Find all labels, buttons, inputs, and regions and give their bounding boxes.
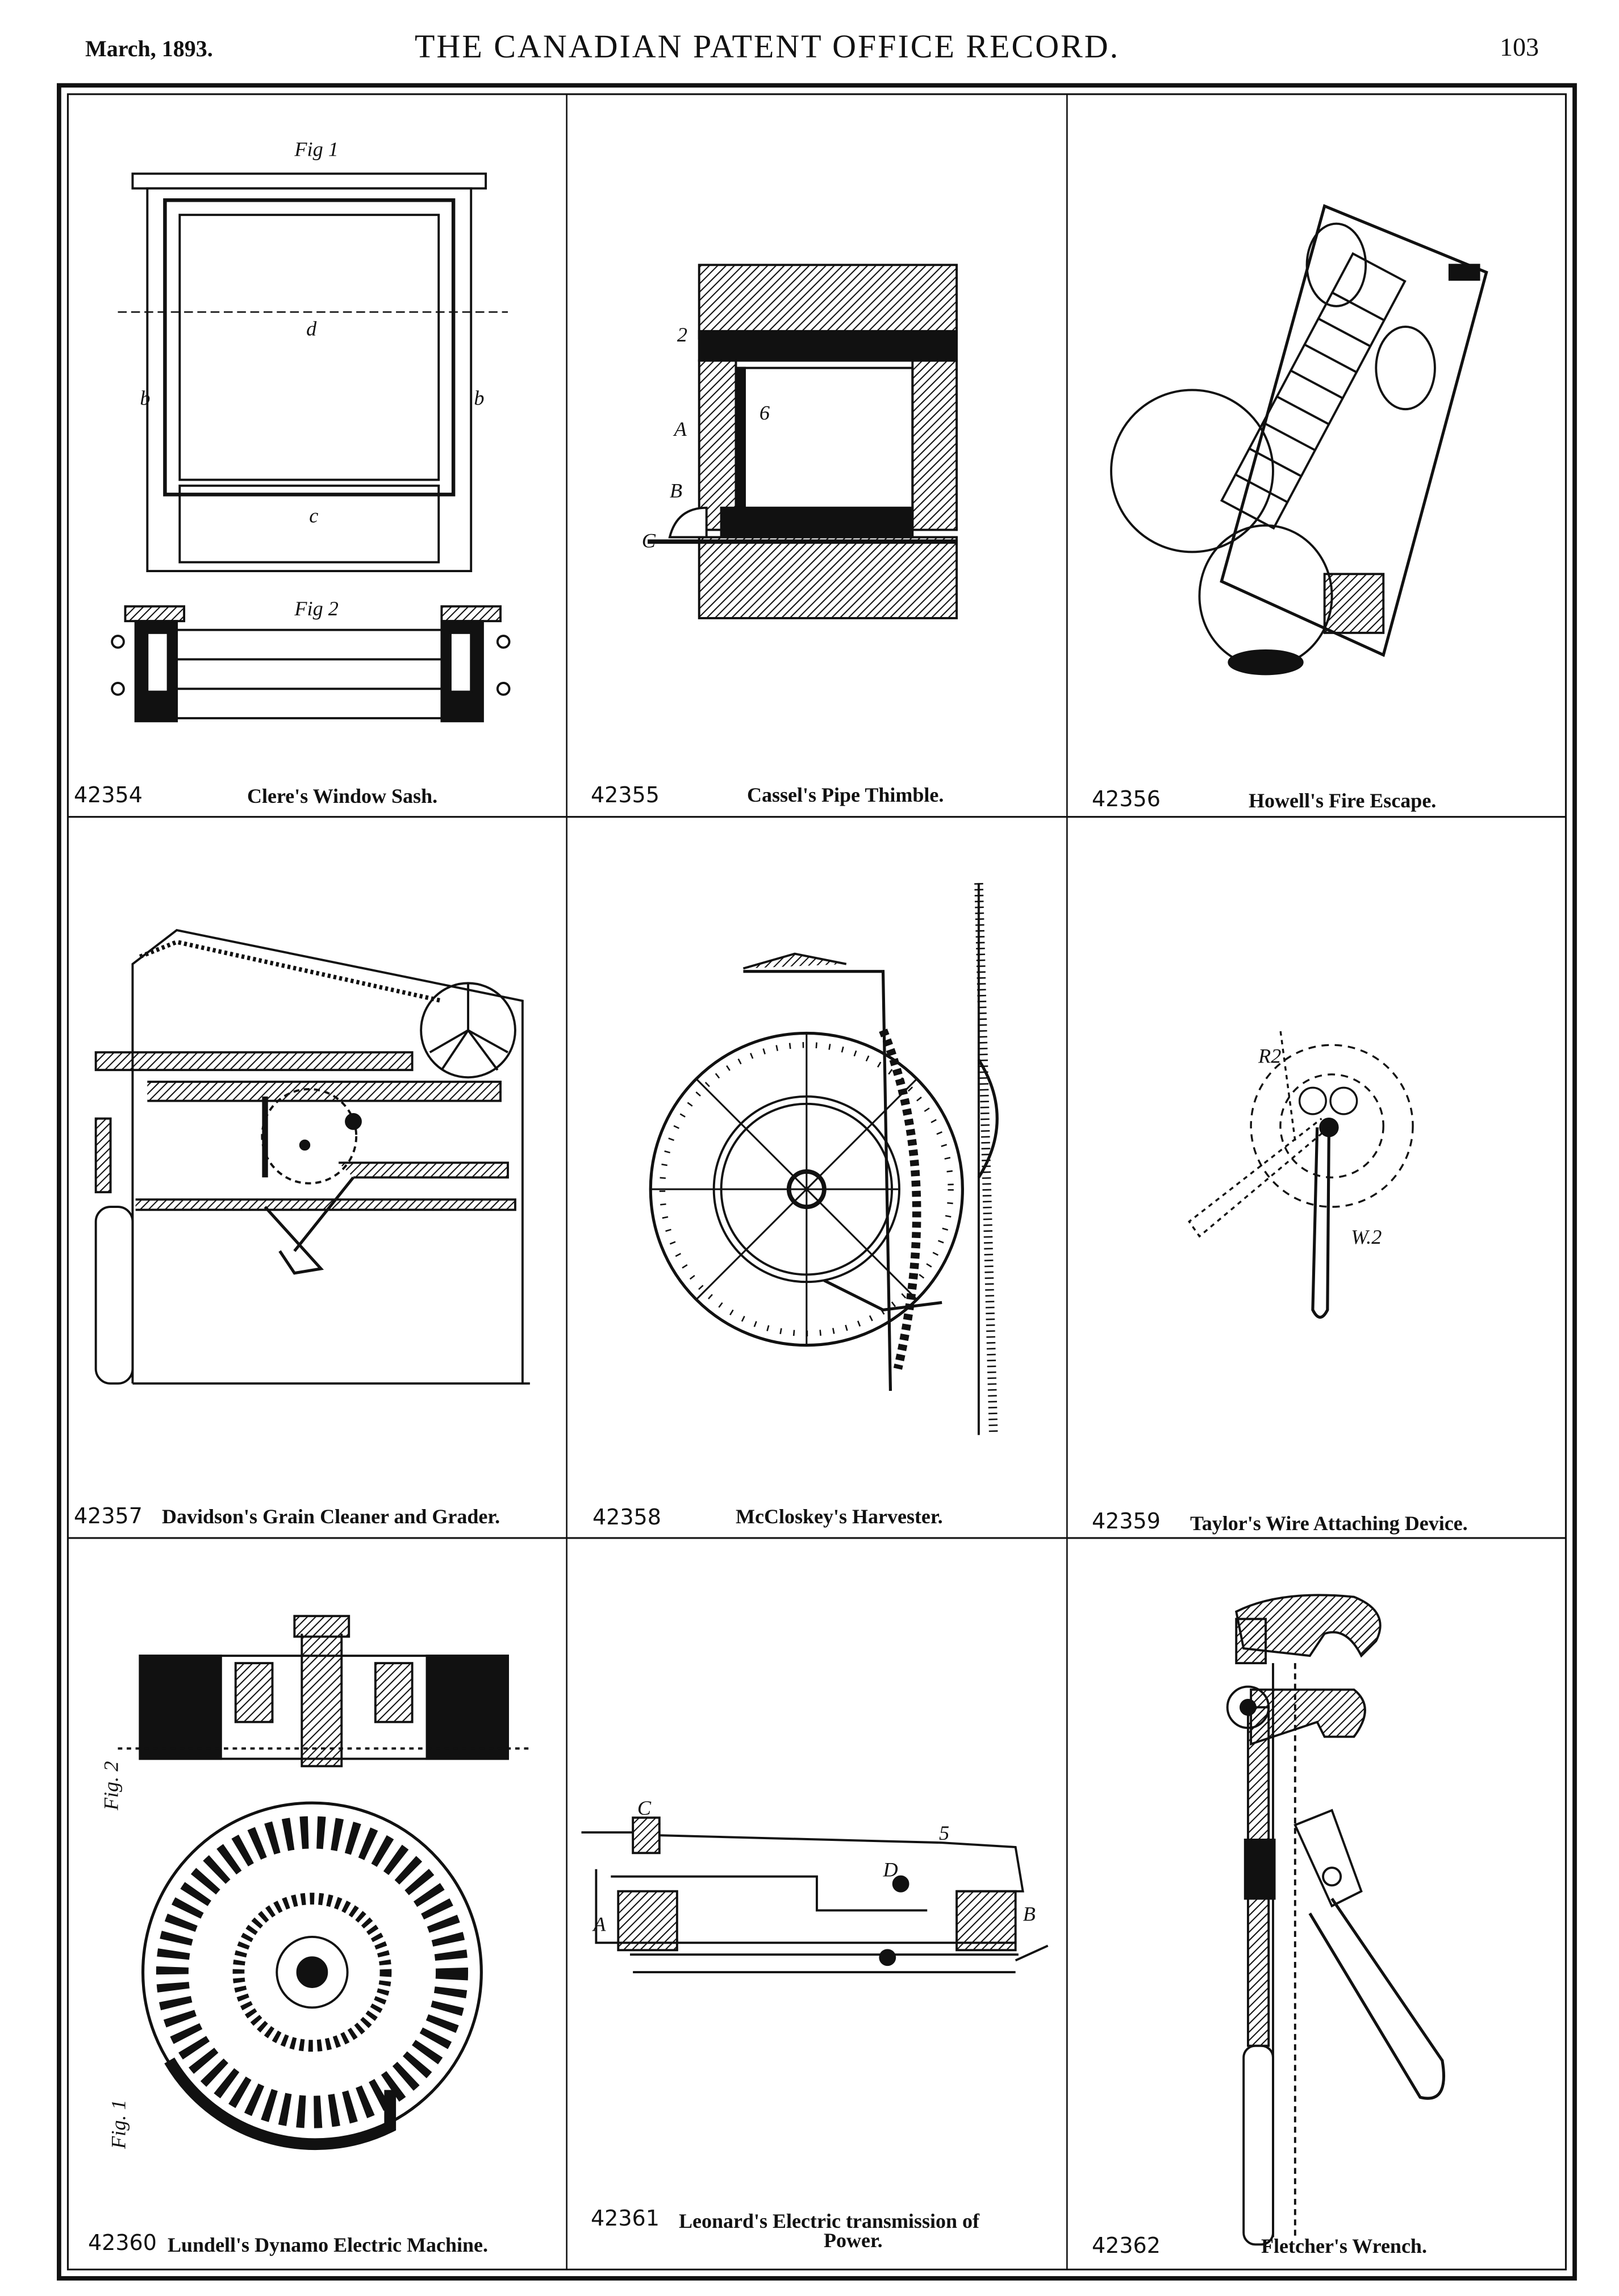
drawing-wrench: [1226, 1594, 1446, 2246]
patent-number: 42354: [74, 782, 143, 807]
patent-number: 42358: [592, 1505, 661, 1530]
patent-number: 42361: [591, 2206, 660, 2231]
svg-text:D: D: [883, 1859, 898, 1881]
patent-title: Lundell's Dynamo Electric Machine.: [168, 2234, 488, 2256]
svg-text:d: d: [306, 318, 317, 340]
patent-title: Leonard's Electric transmission of: [679, 2210, 979, 2232]
svg-text:B: B: [1023, 1902, 1036, 1925]
patent-title: Taylor's Wire Attaching Device.: [1190, 1512, 1468, 1535]
patent-title: Fletcher's Wrench.: [1261, 2235, 1427, 2257]
publication-title: THE CANADIAN PATENT OFFICE RECORD.: [415, 28, 1120, 65]
patent-number: 42362: [1092, 2233, 1161, 2258]
figure-label: Fig 1: [294, 138, 339, 161]
svg-text:C: C: [637, 1797, 652, 1819]
page-number: 103: [1500, 32, 1539, 61]
page-frame: [57, 83, 1577, 2281]
svg-text:b: b: [474, 386, 484, 409]
svg-text:W.2: W.2: [1351, 1226, 1382, 1248]
svg-text:A: A: [592, 1913, 606, 1936]
patent-title-line2: Power.: [824, 2229, 883, 2252]
drawing-electric-transmission: C A B D 5: [581, 1797, 1049, 1974]
issue-date: March, 1893.: [85, 36, 213, 61]
figure-label: Fig. 2: [100, 1761, 123, 1811]
patent-title: McCloskey's Harvester.: [736, 1505, 943, 1528]
drawing-harvester: [649, 883, 999, 1435]
drawing-fire-escape: [1110, 204, 1488, 676]
patent-title: Howell's Fire Escape.: [1249, 789, 1437, 812]
patent-number: 42360: [88, 2230, 157, 2255]
patent-number: 42355: [591, 782, 660, 807]
patent-number: 42356: [1092, 786, 1161, 811]
patent-number: 42359: [1092, 1509, 1161, 1534]
svg-text:6: 6: [760, 401, 770, 424]
svg-text:5: 5: [939, 1822, 949, 1844]
svg-text:R2: R2: [1258, 1044, 1281, 1067]
figure-label: Fig 2: [294, 597, 339, 620]
patent-title: Clere's Window Sash.: [247, 785, 438, 807]
patent-title: Davidson's Grain Cleaner and Grader.: [162, 1505, 500, 1528]
drawing-pipe-thimble: 2 A B C 6: [642, 264, 958, 619]
svg-text:C: C: [642, 530, 656, 552]
svg-text:A: A: [673, 418, 687, 440]
patent-number: 42357: [74, 1503, 143, 1528]
figure-label: Fig. 1: [107, 2099, 130, 2149]
drawing-grain-cleaner: [94, 929, 530, 1385]
svg-text:2: 2: [677, 323, 687, 346]
drawing-dynamo-electric-machine: Fig. 2 Fig. 1: [100, 1615, 530, 2151]
drawing-window-sash: Fig 1 d b b c Fig 2: [111, 138, 511, 723]
drawing-wire-attaching-device: R2 W.2: [1188, 1030, 1414, 1319]
svg-text:B: B: [670, 480, 682, 502]
patent-title: Cassel's Pipe Thimble.: [747, 784, 944, 806]
svg-text:b: b: [140, 386, 150, 409]
svg-text:c: c: [309, 505, 318, 527]
